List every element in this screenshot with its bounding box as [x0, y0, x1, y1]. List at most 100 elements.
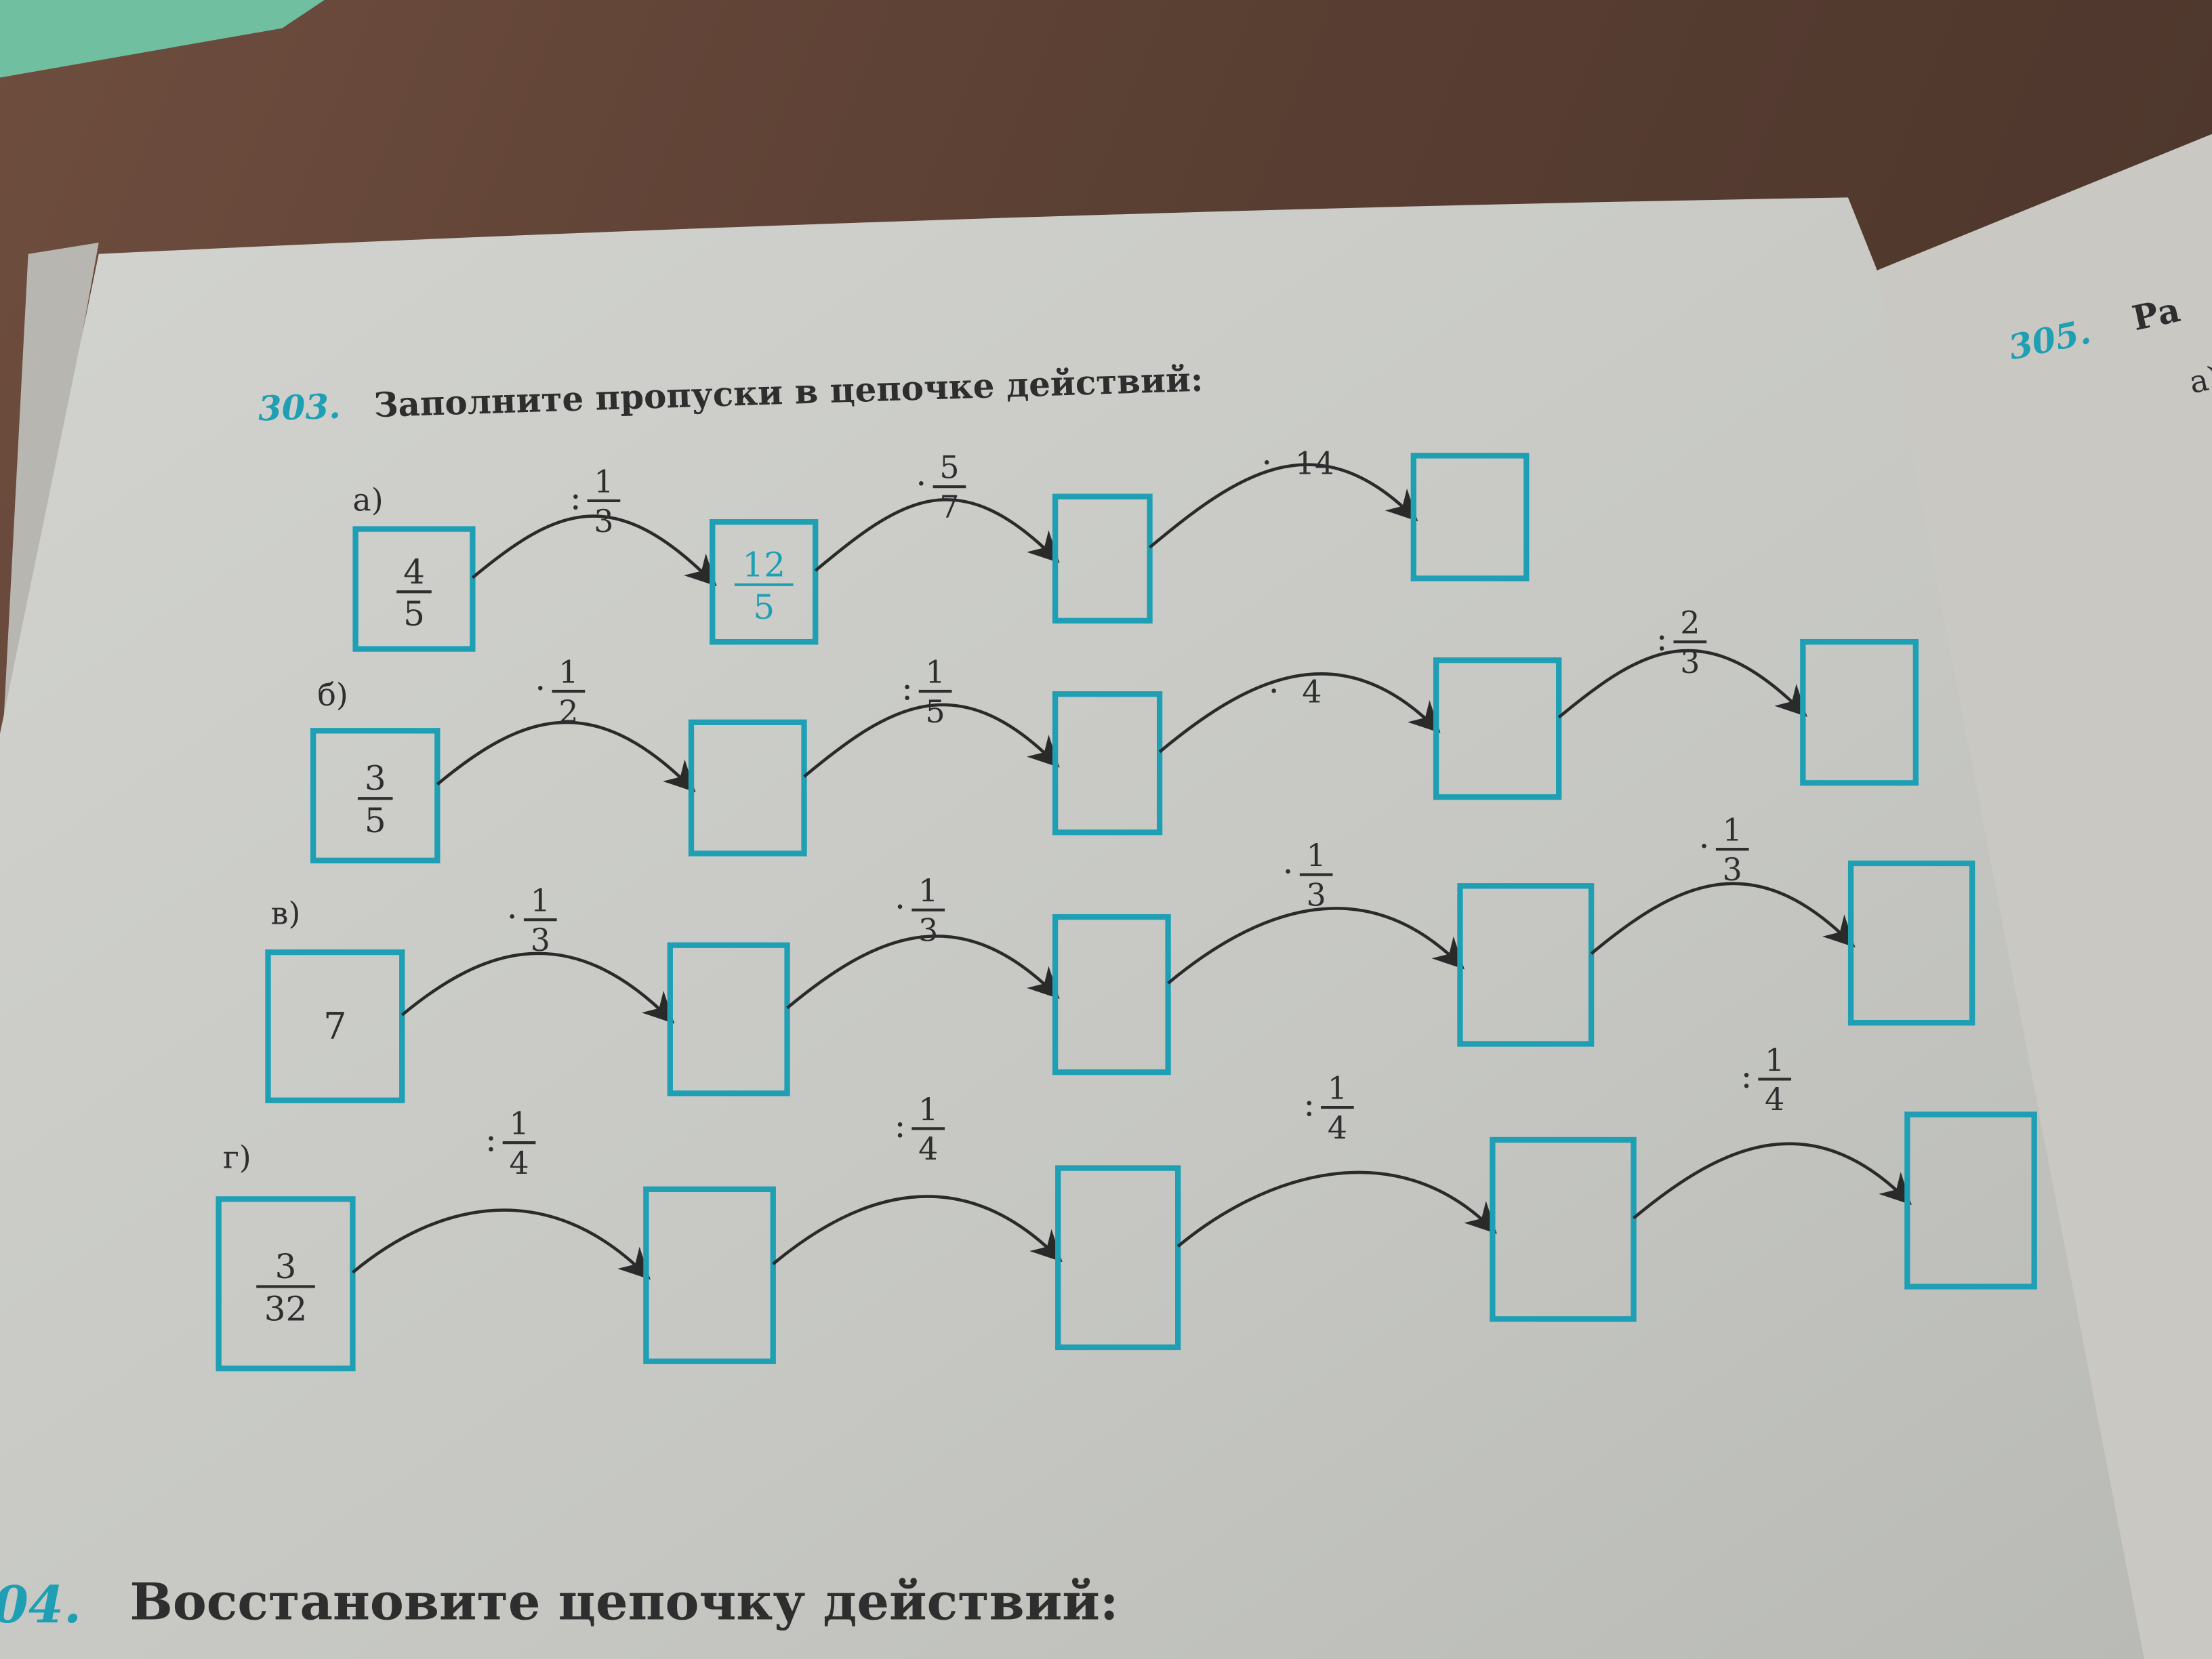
- chain-label: в): [271, 895, 301, 931]
- exercise-305-heading: 305. Ра а): [2005, 289, 2212, 401]
- arrow: [401, 951, 675, 1024]
- operand-fraction: 57: [933, 449, 966, 525]
- numerator: 1: [1307, 837, 1326, 874]
- answer-box[interactable]: [1457, 883, 1595, 1047]
- answer-box[interactable]: [1847, 860, 1975, 1026]
- answer-box[interactable]: 125: [710, 519, 819, 645]
- exercise-304-heading: 304. Восстановите цепочку действий:: [0, 1572, 1119, 1635]
- answer-box[interactable]: [1052, 691, 1163, 836]
- start-box: 45: [352, 526, 476, 652]
- numerator: 1: [509, 1105, 529, 1142]
- exercise-305-title: Ра: [2129, 289, 2184, 338]
- operator-sign: ·: [507, 897, 518, 937]
- arrow: [803, 703, 1060, 778]
- operator-sign: ·: [1283, 852, 1294, 891]
- denominator: 3: [531, 922, 550, 958]
- answer-box[interactable]: [1433, 657, 1562, 800]
- operator-sign: ·: [1699, 827, 1710, 866]
- operand-fraction: 13: [1715, 812, 1749, 888]
- operation-label: ·13: [895, 872, 945, 948]
- box-frame: [1904, 1111, 2037, 1290]
- operator-sign: :: [901, 668, 913, 708]
- arrow: [786, 935, 1060, 1010]
- numerator: 5: [939, 449, 959, 486]
- chain-1: б)35·12:15·4:23: [310, 605, 1919, 863]
- arrow: [436, 720, 696, 793]
- chain-3: г)332:14:14:14:14: [216, 1042, 2037, 1372]
- arrow: [772, 1195, 1063, 1265]
- operand-value: 14: [1295, 445, 1334, 481]
- box-frame: [265, 949, 405, 1103]
- box-frame: [643, 1186, 776, 1364]
- answer-box[interactable]: [1904, 1111, 2037, 1290]
- box-frame: [1055, 1165, 1181, 1351]
- denominator: 5: [753, 588, 775, 627]
- box-frame: [1410, 453, 1530, 581]
- answer-box[interactable]: [1410, 453, 1530, 581]
- denominator: 5: [403, 594, 425, 634]
- numerator: 3: [365, 759, 386, 798]
- denominator: 4: [1328, 1109, 1347, 1146]
- answer-box[interactable]: [1800, 638, 1919, 786]
- operation-label: :15: [901, 654, 952, 730]
- numerator: 1: [531, 882, 550, 919]
- chain-label: а): [352, 482, 383, 518]
- operand-fraction: 13: [1299, 837, 1333, 913]
- denominator: 3: [1680, 644, 1700, 680]
- operand-fraction: 15: [918, 654, 952, 730]
- numerator: 12: [742, 545, 785, 584]
- operation-label: :23: [1656, 605, 1707, 680]
- box-frame: [710, 519, 819, 645]
- arrow: [1167, 907, 1465, 985]
- box-frame: [1847, 860, 1975, 1026]
- numerator: 1: [1723, 812, 1742, 848]
- operand-fraction: 14: [502, 1105, 536, 1181]
- operation-label: :14: [895, 1091, 945, 1167]
- operator-sign: ·: [535, 668, 546, 708]
- numerator: 1: [558, 654, 578, 691]
- box-fraction: 35: [357, 759, 393, 840]
- numerator: 1: [918, 872, 938, 909]
- operator-sign: :: [1656, 619, 1668, 659]
- numerator: 1: [594, 463, 613, 499]
- answer-box[interactable]: [1490, 1136, 1637, 1322]
- arrow: [471, 514, 717, 587]
- answer-box[interactable]: [643, 1186, 776, 1364]
- box-frame: [216, 1196, 356, 1372]
- operator-sign: :: [1303, 1085, 1315, 1124]
- answer-box[interactable]: [667, 942, 790, 1097]
- operation-label: ·4: [1269, 672, 1322, 711]
- box-frame: [1457, 883, 1595, 1047]
- denominator: 3: [918, 912, 938, 948]
- answer-box[interactable]: [688, 719, 807, 857]
- operator-sign: ·: [895, 887, 905, 926]
- numerator: 4: [403, 552, 425, 592]
- answer-box[interactable]: [1052, 493, 1153, 624]
- arrow: [1590, 882, 1856, 955]
- denominator: 32: [264, 1289, 308, 1328]
- operator-sign: :: [1741, 1057, 1753, 1096]
- operand-fraction: 12: [552, 654, 586, 730]
- operand-fraction: 14: [1758, 1042, 1792, 1118]
- numerator: 1: [1765, 1042, 1784, 1078]
- operator-sign: :: [570, 478, 581, 517]
- operation-label: · 13: [507, 882, 557, 958]
- exercise-304-number: 304.: [0, 1575, 81, 1635]
- chains: а)45125:13·57·14б)35·12:15·4:23в)7·13·13…: [216, 443, 2037, 1372]
- operation-label: ·13: [1699, 812, 1749, 888]
- operand-value: 4: [1302, 674, 1322, 710]
- chain-label: б): [317, 676, 348, 713]
- box-frame: [1052, 691, 1163, 836]
- operation-label: ·12: [535, 654, 586, 730]
- operation-label: :14: [1741, 1042, 1792, 1118]
- operand-fraction: 14: [912, 1091, 945, 1167]
- denominator: 3: [1307, 876, 1326, 913]
- answer-box[interactable]: [1055, 1165, 1181, 1351]
- operand-fraction: 14: [1321, 1070, 1354, 1146]
- box-fraction: 125: [734, 545, 794, 627]
- box-frame: [352, 526, 476, 652]
- answer-box[interactable]: [1052, 914, 1171, 1076]
- operand-fraction: 13: [912, 872, 945, 948]
